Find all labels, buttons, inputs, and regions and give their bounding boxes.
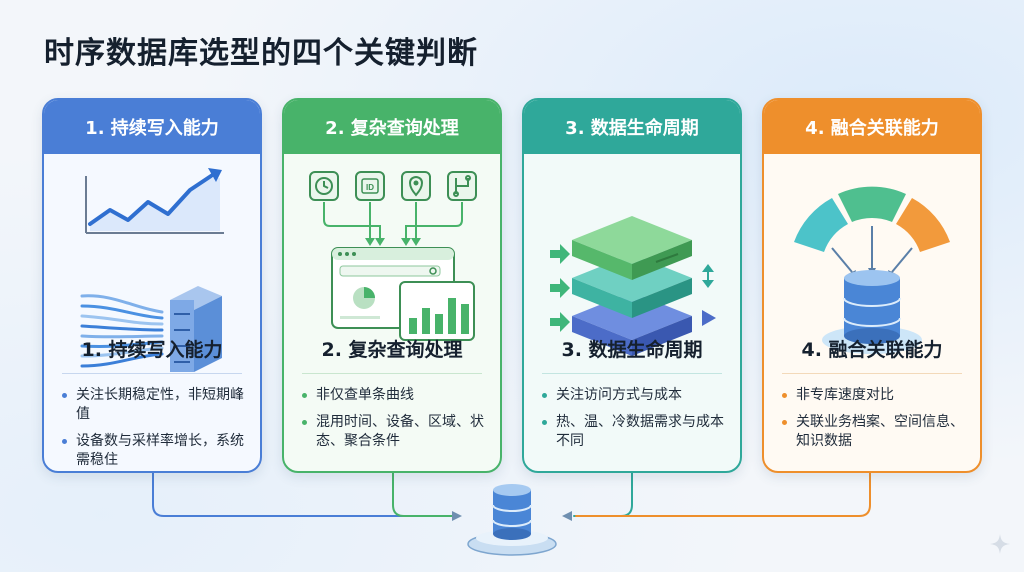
server-icon	[170, 286, 222, 372]
bar-chart-icon	[399, 281, 475, 341]
card-data-lifecycle: 3. 数据生命周期 3. 数据生命周期	[522, 98, 742, 473]
play-arrow-icon	[702, 310, 716, 326]
sparkle-icon	[990, 534, 1010, 554]
card-fusion-association: 4. 融合关联能力 4. 融合关联能力 非专库速度对比 关联业务档案、空间信息、…	[762, 98, 982, 473]
bullet-item: 混用时间、设备、区域、状态、聚合条件	[302, 413, 490, 451]
divider	[302, 373, 482, 374]
trend-chart-icon	[85, 168, 224, 234]
divider	[782, 373, 962, 374]
search-icon	[429, 267, 437, 275]
card-title: 2. 复杂查询处理	[321, 339, 463, 361]
tiered-storage-illustration	[550, 216, 716, 356]
data-fusion-illustration	[794, 186, 950, 354]
divider	[542, 373, 722, 374]
bullet-item: 热、温、冷数据需求与成本不同	[542, 413, 730, 451]
bidirectional-arrow-icon	[702, 264, 714, 288]
card-header: 2. 复杂查询处理	[284, 100, 500, 154]
connector-card-1	[152, 472, 451, 517]
bullet-item: 关注长期稳定性，非短期峰值	[62, 386, 250, 424]
connector-card-3	[573, 472, 633, 517]
segment-green	[838, 186, 906, 222]
divider	[62, 373, 242, 374]
database-icon	[843, 270, 901, 344]
page-title: 时序数据库选型的四个关键判断	[44, 36, 478, 71]
bullet-item: 非专库速度对比	[782, 386, 970, 405]
bullet-list: 非专库速度对比 关联业务档案、空间信息、知识数据	[782, 386, 970, 459]
arrow-right-icon	[550, 244, 570, 332]
card-title: 4. 融合关联能力	[801, 339, 943, 361]
bullet-item: 非仅查单条曲线	[302, 386, 490, 405]
location-pin-icon	[401, 171, 431, 201]
bullet-list: 关注访问方式与成本 热、温、冷数据需求与成本不同	[542, 386, 730, 459]
storage-layer-hot	[572, 216, 692, 280]
query-illustration: ID	[309, 171, 477, 341]
bullet-item: 关注访问方式与成本	[542, 386, 730, 405]
connector-card-2	[392, 472, 453, 517]
card-complex-query: 2. 复杂查询处理 ID	[282, 98, 502, 473]
data-streams-icon	[80, 294, 164, 368]
card-header: 3. 数据生命周期	[524, 100, 740, 154]
card-header: 1. 持续写入能力	[44, 100, 260, 154]
central-database-icon	[467, 484, 557, 556]
arrowhead-right	[562, 511, 572, 521]
card-header: 4. 融合关联能力	[764, 100, 980, 154]
write-throughput-illustration	[80, 168, 224, 372]
bullet-list: 非仅查单条曲线 混用时间、设备、区域、状态、聚合条件	[302, 386, 490, 459]
card-title: 3. 数据生命周期	[561, 339, 703, 361]
bullet-list: 关注长期稳定性，非短期峰值 设备数与采样率增长，系统需稳住	[62, 386, 250, 471]
connector-card-4	[575, 472, 871, 517]
arrowhead-left	[452, 511, 462, 521]
segment-teal	[794, 198, 848, 252]
id-icon-label: ID	[366, 183, 374, 192]
bullet-item: 关联业务档案、空间信息、知识数据	[782, 413, 970, 451]
segment-orange	[896, 198, 950, 252]
card-title: 1. 持续写入能力	[81, 339, 223, 361]
card-sustained-write: 1. 持续写入能力	[42, 98, 262, 473]
bullet-item: 设备数与采样率增长，系统需稳住	[62, 432, 250, 470]
